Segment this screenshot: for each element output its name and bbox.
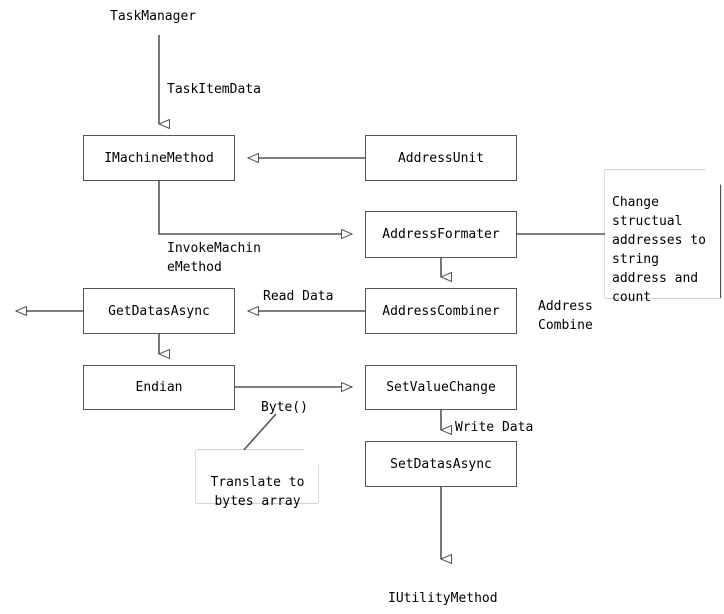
node-label: AddressFormater bbox=[382, 227, 500, 242]
note-translate-bytes[interactable]: Translate to bytes array bbox=[196, 450, 318, 509]
node-label: Endian bbox=[135, 380, 183, 395]
node-label: AddressUnit bbox=[397, 150, 485, 166]
label-invokemachinemethod: InvokeMachin eMethod bbox=[167, 241, 261, 275]
connector-imachinemethod-addressformater bbox=[158, 181, 352, 234]
label-addresscombine: Address Combine bbox=[538, 299, 593, 333]
label-taskmanager: TaskManager bbox=[110, 9, 197, 24]
label-writedata: Write Data bbox=[455, 420, 534, 435]
note-text: Translate to bytes array bbox=[210, 475, 305, 509]
node-getdatasasync[interactable]: GetDatasAsync bbox=[83, 288, 235, 334]
node-endian[interactable]: Endian bbox=[83, 365, 235, 410]
connector-note-translate-leader bbox=[241, 413, 277, 453]
node-addressunit[interactable]: AddressUnit bbox=[365, 135, 517, 181]
node-addresscombiner[interactable]: AddressCombiner bbox=[365, 288, 517, 334]
node-label: SetDatasAsync bbox=[390, 456, 492, 472]
label-readdata: Read Data bbox=[263, 289, 334, 304]
note-change-address[interactable]: Change structual addresses to string add… bbox=[605, 170, 720, 305]
label-taskitemdata: TaskItemData bbox=[167, 82, 261, 97]
node-addressformater[interactable]: AddressFormater bbox=[365, 211, 517, 258]
node-label: SetValueChange bbox=[386, 380, 496, 395]
node-setvaluechange[interactable]: SetValueChange bbox=[365, 365, 517, 410]
node-imachinemethod[interactable]: IMachineMethod bbox=[83, 135, 235, 181]
node-label: IMachineMethod bbox=[104, 150, 214, 166]
node-label: GetDatasAsync bbox=[108, 303, 210, 319]
node-label: AddressCombiner bbox=[382, 303, 500, 319]
label-byte: Byte() bbox=[261, 400, 308, 415]
label-iutilitymethod: IUtilityMethod bbox=[388, 591, 498, 606]
node-setdatasasync[interactable]: SetDatasAsync bbox=[365, 441, 517, 487]
note-text: Change structual addresses to string add… bbox=[612, 195, 706, 305]
